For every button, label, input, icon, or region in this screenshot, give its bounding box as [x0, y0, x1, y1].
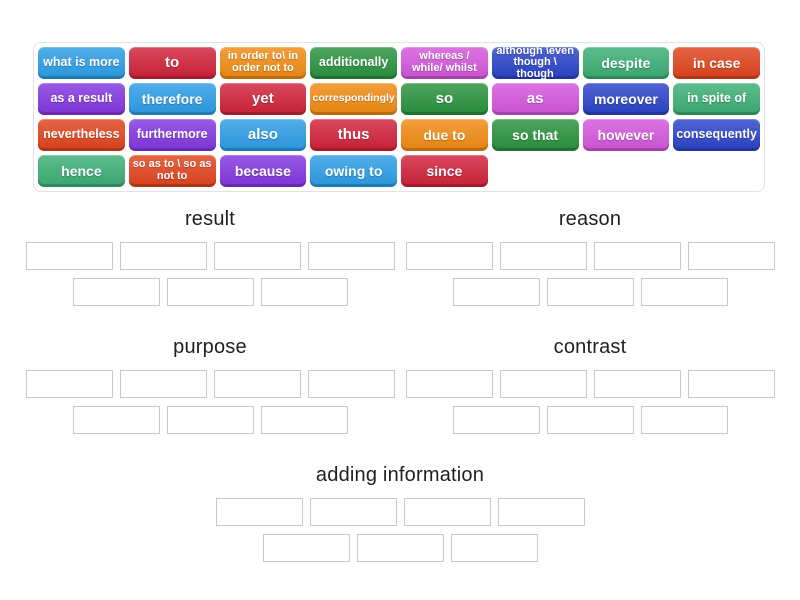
- slot-row: [400, 370, 780, 398]
- answer-slot[interactable]: [166, 406, 254, 434]
- answer-slot[interactable]: [499, 370, 587, 398]
- answer-slot[interactable]: [497, 498, 585, 526]
- word-chip[interactable]: what is more: [38, 47, 125, 79]
- word-chip[interactable]: due to: [401, 119, 488, 151]
- category-group: reason: [400, 208, 780, 314]
- word-chip[interactable]: thus: [310, 119, 397, 151]
- answer-slot[interactable]: [356, 534, 444, 562]
- answer-slot[interactable]: [213, 370, 301, 398]
- word-chip[interactable]: in spite of: [673, 83, 760, 115]
- word-chip[interactable]: in order to\ in order not to: [219, 47, 307, 79]
- slot-row: [20, 370, 400, 398]
- category-group: contrast: [400, 336, 780, 442]
- word-chip[interactable]: hence: [38, 155, 125, 187]
- group-title: purpose: [173, 336, 247, 358]
- answer-slot[interactable]: [546, 278, 634, 306]
- group-title: reason: [558, 208, 622, 230]
- answer-slot[interactable]: [166, 278, 254, 306]
- answer-slot[interactable]: [452, 278, 540, 306]
- category-group: purpose: [20, 336, 400, 442]
- answer-slot[interactable]: [593, 242, 681, 270]
- word-chip[interactable]: moreover: [582, 83, 670, 115]
- answer-slot[interactable]: [640, 406, 728, 434]
- answer-slot[interactable]: [260, 278, 348, 306]
- answer-slot[interactable]: [307, 242, 395, 270]
- slot-row: [20, 498, 780, 526]
- word-chip[interactable]: as: [491, 83, 579, 115]
- answer-slot[interactable]: [72, 278, 160, 306]
- group-title: adding information: [315, 464, 485, 486]
- word-chip[interactable]: also: [219, 119, 307, 151]
- word-chip[interactable]: because: [219, 155, 307, 187]
- word-chip[interactable]: nevertheless: [38, 119, 125, 151]
- answer-slot[interactable]: [405, 370, 493, 398]
- answer-slot[interactable]: [452, 406, 540, 434]
- answer-slot[interactable]: [25, 242, 113, 270]
- word-chip[interactable]: however: [582, 119, 670, 151]
- word-chip[interactable]: furthermore: [128, 119, 216, 151]
- answer-slot[interactable]: [307, 370, 395, 398]
- answer-slot[interactable]: [215, 498, 303, 526]
- answer-slot[interactable]: [687, 370, 775, 398]
- answer-slot[interactable]: [119, 242, 207, 270]
- slot-row: [400, 242, 780, 270]
- group-title: result: [184, 208, 236, 230]
- word-chip[interactable]: therefore: [128, 83, 216, 115]
- word-chip[interactable]: yet: [219, 83, 307, 115]
- word-chip[interactable]: consequently: [673, 119, 760, 151]
- answer-slot[interactable]: [119, 370, 207, 398]
- word-chip[interactable]: although \even though \ though: [491, 47, 579, 79]
- answer-slot[interactable]: [450, 534, 538, 562]
- slot-row: [20, 278, 400, 306]
- answer-slot[interactable]: [72, 406, 160, 434]
- word-chip[interactable]: whereas / while/ whilst: [401, 47, 488, 79]
- answer-slot[interactable]: [499, 242, 587, 270]
- slot-row: [20, 406, 400, 434]
- answer-slot[interactable]: [262, 534, 350, 562]
- word-chip[interactable]: so that: [491, 119, 579, 151]
- slot-row: [20, 242, 400, 270]
- word-chip[interactable]: since: [401, 155, 488, 187]
- slot-row: [400, 278, 780, 306]
- answer-slot[interactable]: [309, 498, 397, 526]
- answer-slot[interactable]: [25, 370, 113, 398]
- answer-slot[interactable]: [640, 278, 728, 306]
- answer-slot[interactable]: [260, 406, 348, 434]
- word-chip[interactable]: additionally: [310, 47, 397, 79]
- answer-slot[interactable]: [593, 370, 681, 398]
- groups-grid: result reason purpose contrast adding in…: [0, 208, 800, 570]
- category-group: adding information: [20, 464, 780, 570]
- group-title: contrast: [553, 336, 627, 358]
- word-chip[interactable]: correspondingly: [310, 83, 397, 115]
- word-chip[interactable]: as a result: [38, 83, 125, 115]
- answer-slot[interactable]: [403, 498, 491, 526]
- word-chip[interactable]: to: [128, 47, 216, 79]
- word-chip[interactable]: so as to \ so as not to: [128, 155, 216, 187]
- word-chip[interactable]: so: [401, 83, 488, 115]
- slot-row: [400, 406, 780, 434]
- word-chip[interactable]: despite: [582, 47, 670, 79]
- word-chip[interactable]: owing to: [310, 155, 397, 187]
- slot-row: [20, 534, 780, 562]
- category-group: result: [20, 208, 400, 314]
- answer-slot[interactable]: [546, 406, 634, 434]
- word-chip[interactable]: in case: [673, 47, 760, 79]
- answer-slot[interactable]: [213, 242, 301, 270]
- answer-slot[interactable]: [405, 242, 493, 270]
- answer-slot[interactable]: [687, 242, 775, 270]
